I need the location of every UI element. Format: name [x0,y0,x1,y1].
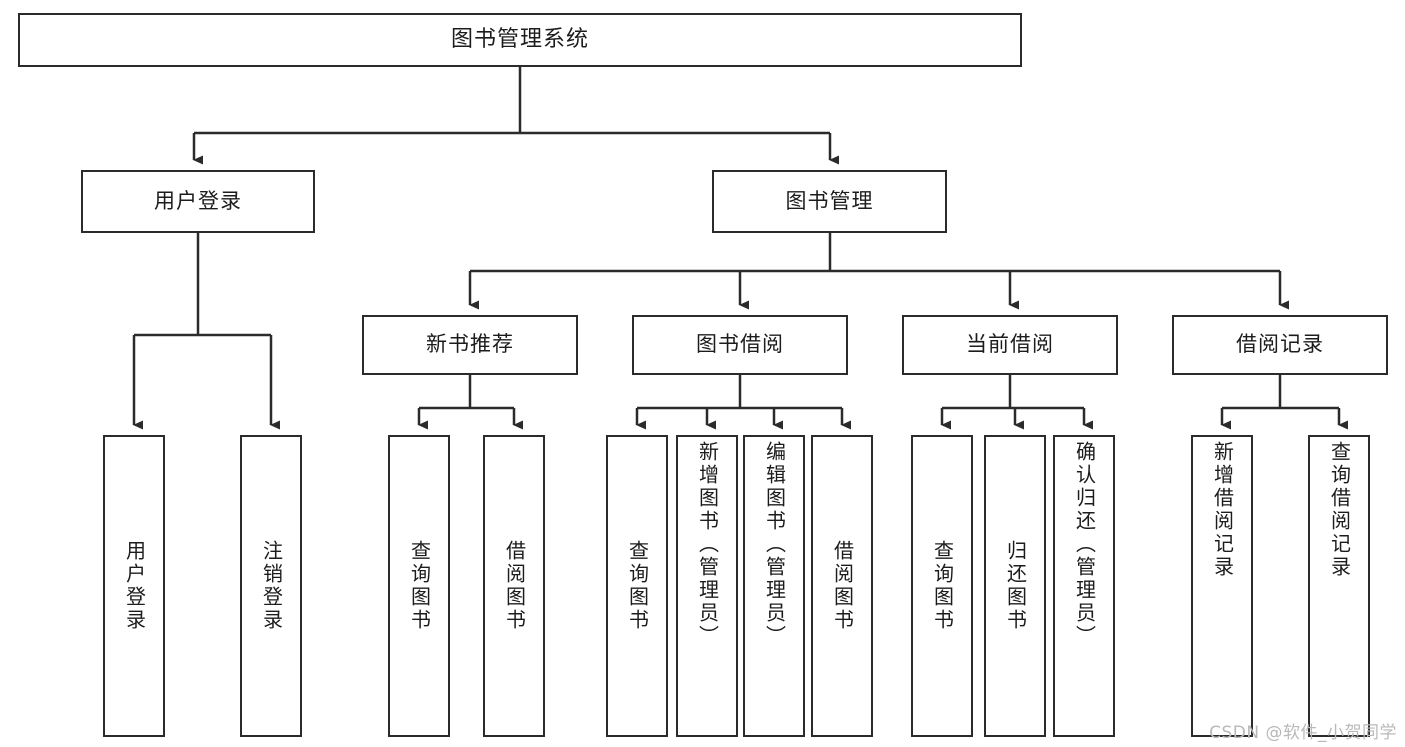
node-borrow-record[interactable]: 借阅记录 [1172,315,1388,375]
node-book-borrow[interactable]: 图书借阅 [632,315,848,375]
node-leaf-query-book-2[interactable]: 查询图书 [606,435,668,737]
vertical-label-wrap: 归还图书 [986,437,1044,735]
node-leaf-return-book[interactable]: 归还图书 [984,435,1046,737]
node-new-book-recommend[interactable]: 新书推荐 [362,315,578,375]
node-leaf-add-record-label: 新增借阅记录 [1210,441,1235,579]
vertical-label-wrap: 确认归还（管理员） [1055,437,1113,739]
node-leaf-edit-book[interactable]: 编辑图书（管理员） [743,435,805,737]
node-user-login-label: 用户登录 [154,188,242,213]
node-current-borrow[interactable]: 当前借阅 [902,315,1118,375]
node-book-manage-label: 图书管理 [785,188,874,213]
vertical-label-wrap: 新增借阅记录 [1193,437,1251,739]
vertical-label-wrap: 查询借阅记录 [1310,437,1368,739]
node-book-manage[interactable]: 图书管理 [712,170,947,233]
node-leaf-return-book-label: 归还图书 [1003,540,1028,632]
vertical-label-wrap: 查询图书 [608,437,666,735]
vertical-label-wrap: 查询图书 [390,437,448,735]
vertical-label-wrap: 用户登录 [105,437,163,735]
vertical-label-wrap: 查询图书 [913,437,971,735]
node-leaf-query-book-1-label: 查询图书 [407,540,432,632]
node-leaf-edit-book-label: 编辑图书（管理员） [762,441,787,648]
watermark: CSDN @软件_小贺同学 [1209,723,1397,743]
vertical-label-wrap: 新增图书（管理员） [678,437,736,739]
node-leaf-add-record[interactable]: 新增借阅记录 [1191,435,1253,737]
node-leaf-add-book-label: 新增图书（管理员） [695,441,720,648]
vertical-label-wrap: 注销登录 [242,437,300,735]
node-user-login[interactable]: 用户登录 [81,170,315,233]
node-leaf-query-book-1[interactable]: 查询图书 [388,435,450,737]
node-leaf-borrow-book-1[interactable]: 借阅图书 [483,435,545,737]
node-borrow-record-label: 借阅记录 [1236,332,1324,357]
node-leaf-borrow-book-1-label: 借阅图书 [502,540,527,632]
node-leaf-logout[interactable]: 注销登录 [240,435,302,737]
node-root-label: 图书管理系统 [450,26,589,52]
node-current-borrow-label: 当前借阅 [966,332,1054,357]
vertical-label-wrap: 借阅图书 [813,437,871,735]
node-leaf-query-book-3-label: 查询图书 [930,540,955,632]
node-leaf-query-record-label: 查询借阅记录 [1327,441,1352,579]
node-leaf-query-book-2-label: 查询图书 [625,540,650,632]
node-leaf-user-login-label: 用户登录 [122,540,147,632]
node-leaf-user-login[interactable]: 用户登录 [103,435,165,737]
node-root[interactable]: 图书管理系统 [18,13,1022,67]
node-leaf-query-record[interactable]: 查询借阅记录 [1308,435,1370,737]
node-leaf-query-book-3[interactable]: 查询图书 [911,435,973,737]
node-leaf-borrow-book-2[interactable]: 借阅图书 [811,435,873,737]
node-new-book-recommend-label: 新书推荐 [426,332,514,357]
vertical-label-wrap: 编辑图书（管理员） [745,437,803,739]
node-leaf-confirm-return[interactable]: 确认归还（管理员） [1053,435,1115,737]
node-book-borrow-label: 图书借阅 [696,332,784,357]
vertical-label-wrap: 借阅图书 [485,437,543,735]
node-leaf-add-book[interactable]: 新增图书（管理员） [676,435,738,737]
node-leaf-borrow-book-2-label: 借阅图书 [830,540,855,632]
node-leaf-confirm-return-label: 确认归还（管理员） [1072,441,1097,648]
node-leaf-logout-label: 注销登录 [259,540,284,632]
